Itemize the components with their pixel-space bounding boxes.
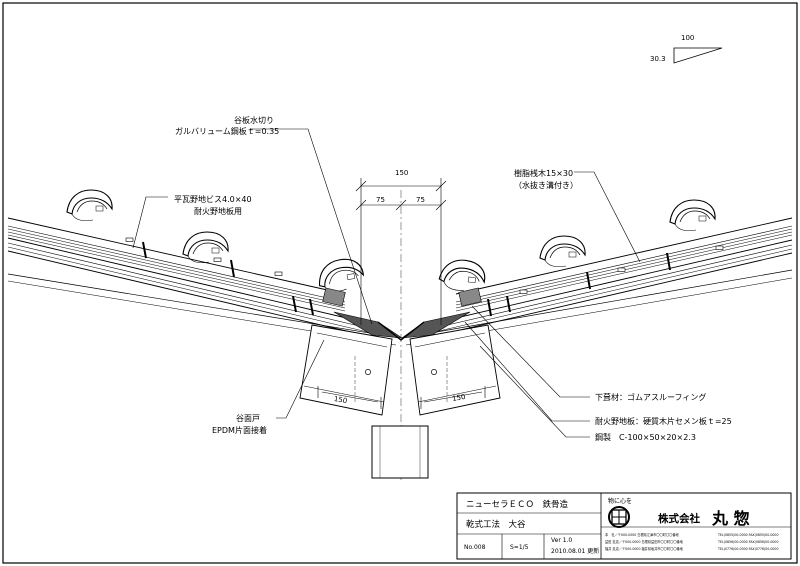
label-batten-1: 樹脂桟木15×30 — [514, 168, 573, 178]
left-roof-assembly — [7, 189, 403, 416]
phone-line-1: TEL(0855)00-0000 FAX(0855)00-0000 — [717, 533, 779, 537]
phone-line-2: TEL(0856)00-0000 FAX(0856)00-0000 — [717, 540, 779, 544]
label-screw-1: 平瓦野地ビス4.0×40 — [174, 194, 252, 204]
company-logo-seal — [608, 506, 630, 528]
office-line-2: 益田 支店／〒000-0000 島根県益田市〇〇町〇〇番地 — [605, 539, 684, 544]
drawing-subtitle: 乾式工法 大谷 — [466, 519, 526, 530]
dim-half-left: 75 — [376, 196, 385, 204]
company-name: 丸 惣 — [711, 509, 750, 528]
label-screw-2: 耐火野地板用 — [194, 206, 242, 216]
label-gutter-2: EPDM片面接着 — [212, 425, 267, 435]
label-batten-2: （水抜き溝付き） — [514, 180, 578, 190]
drawing-version: Ver 1.0 — [551, 537, 572, 544]
right-roof-assembly — [400, 199, 793, 416]
dim-total-top: 150 — [395, 169, 408, 177]
drawing-title: ニューセラＥＣＯ 鉄骨造 — [466, 499, 569, 510]
dim-right-bottom: 150 — [452, 393, 467, 403]
dim-left-bottom: 150 — [333, 395, 348, 405]
drawing-number: No.008 — [464, 544, 486, 551]
dim-half-right: 75 — [416, 196, 425, 204]
label-gutter-1: 谷面戸 — [236, 414, 260, 423]
label-valley-flashing-1: 谷板水切り — [234, 115, 274, 125]
office-line-1: 本 社／〒000-0000 島根県江津市〇〇町〇〇番地 — [605, 532, 680, 537]
leader-lines — [132, 128, 641, 438]
company-prefix: 株式会社 — [658, 512, 700, 525]
bottom-dimensions — [317, 386, 486, 409]
drawing-scale: S=1/5 — [510, 544, 529, 551]
slope-rise: 30.3 — [650, 55, 666, 63]
phone-line-3: TEL(0776)00-0000 FAX(0776)00-0000 — [717, 547, 779, 551]
label-valley-flashing-2: ガルバリューム鋼板ｔ=0.35 — [175, 126, 279, 136]
valley-gutter — [371, 190, 429, 480]
label-steel: 鋼製 C-100×50×20×2.3 — [595, 432, 696, 442]
label-roof-board: 耐火野地板：硬質木片セメン板ｔ=25 — [595, 416, 732, 426]
office-line-3: 福井 支店／〒000-0000 福井県坂井市〇〇町〇〇番地 — [605, 546, 684, 551]
drawing-date: 2010.08.01 更新 — [551, 547, 599, 555]
title-block — [456, 492, 792, 560]
top-dimensions — [355, 178, 447, 325]
company-tagline: 物に心を — [608, 497, 632, 505]
label-underlay: 下葺材：ゴムアスルーフィング — [595, 392, 706, 402]
slope-run: 100 — [681, 34, 694, 42]
slope-indicator: 100 30.3 — [650, 34, 723, 64]
